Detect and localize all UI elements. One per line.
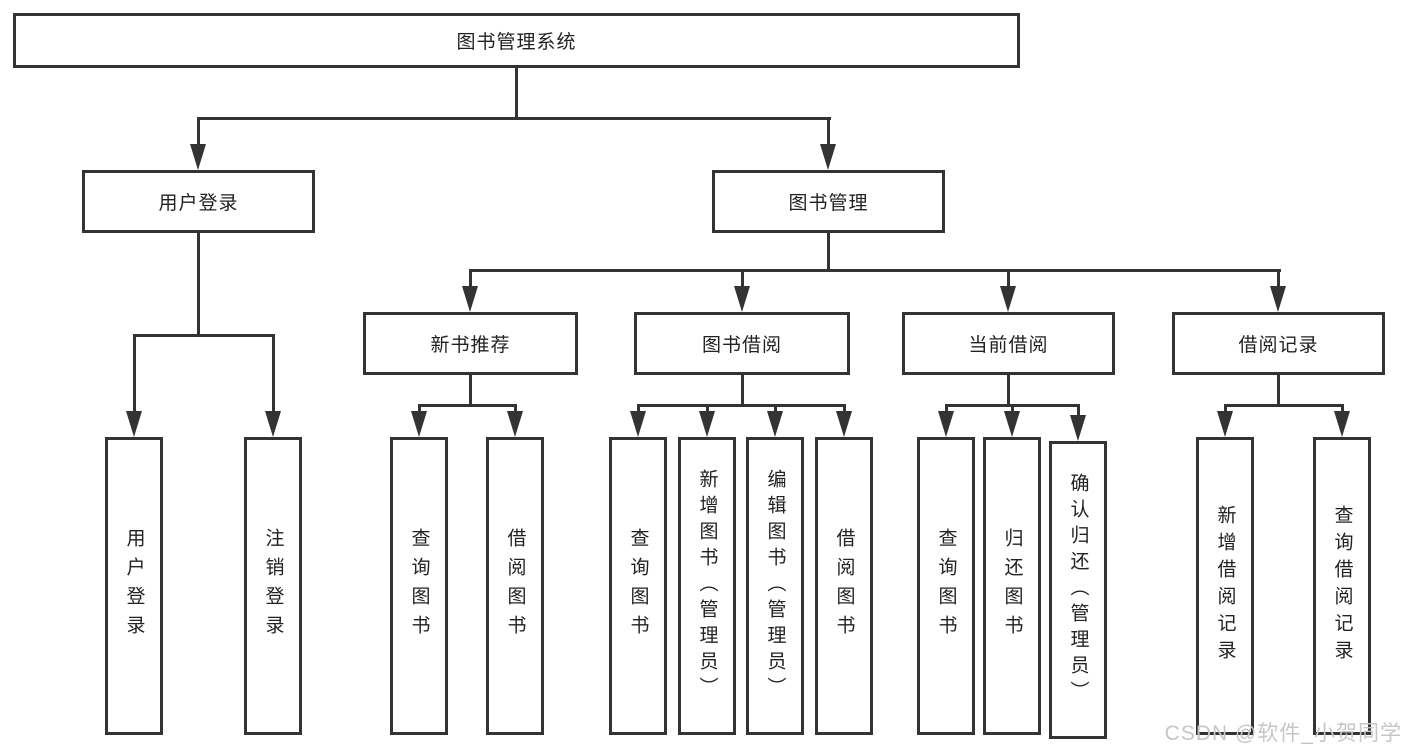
node-root: 图书管理系统 [13, 13, 1020, 68]
arrowhead-down-icon [836, 411, 852, 437]
arrowhead-down-icon [1070, 415, 1086, 441]
arrowhead-down-icon [507, 411, 523, 437]
leaf-bb-edit-book-admin: 编辑图书（管理员） [746, 437, 804, 735]
connector-line [843, 404, 846, 416]
arrowhead-down-icon [699, 411, 715, 437]
connector-line [469, 375, 472, 407]
csdn-watermark: CSDN @软件_小贺同学 [1164, 722, 1402, 745]
connector-line [418, 404, 517, 407]
connector-line [706, 404, 709, 416]
node-book-management: 图书管理 [712, 170, 945, 233]
connector-line [1224, 404, 1227, 416]
leaf-bb-borrow-book: 借阅图书 [815, 437, 873, 735]
arrowhead-down-icon [1004, 411, 1020, 437]
connector-line [469, 269, 1281, 272]
connector-line [827, 117, 830, 147]
arrowhead-down-icon [630, 411, 646, 437]
node-user-login: 用户登录 [82, 170, 315, 233]
connector-line [1341, 404, 1344, 416]
leaf-bb-query-book: 查询图书 [609, 437, 667, 735]
node-borrow-record: 借阅记录 [1172, 312, 1385, 375]
connector-line [514, 404, 517, 416]
arrowhead-down-icon [734, 286, 750, 312]
leaf-br-query-record: 查询借阅记录 [1313, 437, 1371, 735]
arrowhead-down-icon [820, 144, 836, 170]
leaf-logout: 注销登录 [244, 437, 302, 735]
connector-line [1007, 375, 1010, 407]
leaf-br-add-record: 新增借阅记录 [1196, 437, 1254, 735]
arrowhead-down-icon [411, 411, 427, 437]
leaf-cb-return-book: 归还图书 [983, 437, 1041, 735]
connector-line [469, 269, 472, 291]
connector-line [1011, 404, 1014, 416]
node-new-book-recommend: 新书推荐 [363, 312, 578, 375]
arrowhead-down-icon [1334, 411, 1350, 437]
leaf-bb-add-book-admin: 新增图书（管理员） [678, 437, 736, 735]
leaf-user-login: 用户登录 [105, 437, 163, 735]
connector-line [945, 404, 948, 416]
connector-line [827, 233, 830, 272]
connector-line [774, 404, 777, 416]
leaf-rec-query-book: 查询图书 [390, 437, 448, 735]
leaf-cb-query-book: 查询图书 [917, 437, 975, 735]
arrowhead-down-icon [1000, 286, 1016, 312]
arrowhead-down-icon [938, 411, 954, 437]
connector-line [133, 334, 275, 337]
connector-line [1077, 404, 1080, 418]
connector-line [1007, 269, 1010, 291]
connector-line [418, 404, 421, 416]
connector-line [197, 233, 200, 337]
connector-line [741, 269, 744, 291]
connector-line [133, 334, 136, 416]
node-book-borrow: 图书借阅 [634, 312, 850, 375]
arrowhead-down-icon [1217, 411, 1233, 437]
connector-line [741, 375, 744, 407]
connector-line [1277, 269, 1280, 291]
connector-line [272, 334, 275, 416]
node-current-borrow: 当前借阅 [902, 312, 1115, 375]
connector-line [197, 117, 831, 120]
leaf-rec-borrow-book: 借阅图书 [486, 437, 544, 735]
connector-line [1277, 375, 1280, 407]
connector-line [197, 117, 200, 147]
connector-line [515, 68, 518, 120]
arrowhead-down-icon [265, 411, 281, 437]
arrowhead-down-icon [190, 144, 206, 170]
connector-line [1224, 404, 1344, 407]
arrowhead-down-icon [767, 411, 783, 437]
arrowhead-down-icon [462, 286, 478, 312]
leaf-cb-confirm-return-admin: 确认归还（管理员） [1049, 441, 1107, 739]
connector-line [637, 404, 640, 416]
arrowhead-down-icon [1270, 286, 1286, 312]
arrowhead-down-icon [126, 411, 142, 437]
connector-line [637, 404, 846, 407]
